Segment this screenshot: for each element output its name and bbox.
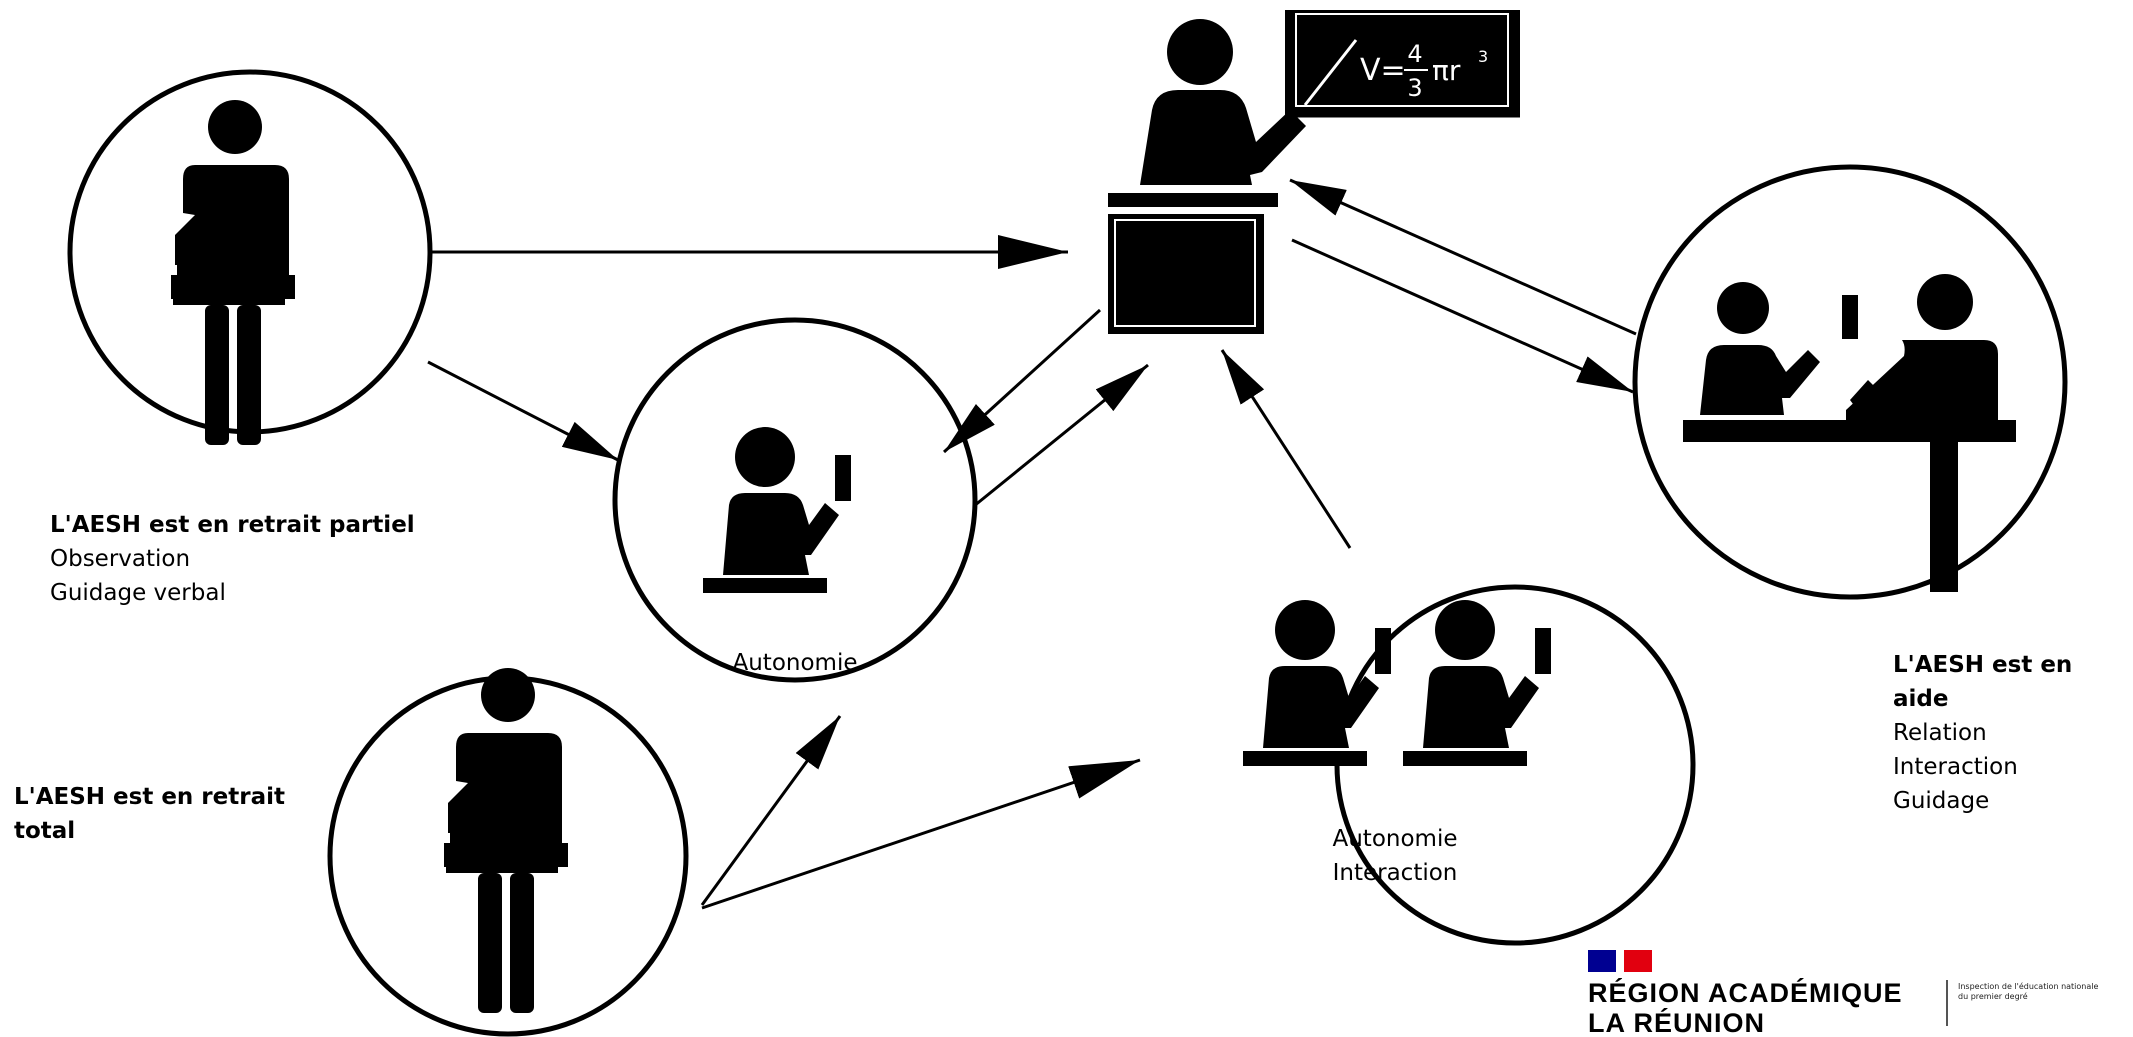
- logo-line2: LA RÉUNION: [1588, 1008, 1765, 1037]
- formula-lhs: V=: [1360, 53, 1406, 88]
- flag-red: [1624, 950, 1652, 972]
- label-partial-line2: Guidage verbal: [50, 580, 226, 606]
- logo-small1: Inspection de l'éducation nationale: [1958, 982, 2099, 991]
- arrow-total-to-autonomie: [700, 715, 842, 906]
- arrow-teacher-to-aide: [1291, 238, 1634, 394]
- label-aide-line2: Interaction: [1893, 754, 2018, 780]
- label-partial-line1: Observation: [50, 546, 191, 572]
- label-total-line2: total: [14, 818, 76, 844]
- flag-blue: [1588, 950, 1616, 972]
- arrow-aide-to-teacher: [1289, 178, 1637, 336]
- aesh-standing-total-icon: [444, 668, 568, 1013]
- label-aide-title: L'AESH est en aide: [1893, 652, 2073, 712]
- label-retrait-total: L'AESH est en retrait total: [14, 780, 285, 848]
- label-aide: L'AESH est en aide Relation Interaction …: [1893, 648, 2133, 818]
- logo-line1: RÉGION ACADÉMIQUE: [1588, 978, 1903, 1008]
- arrow-interaction-to-teacher: [1220, 349, 1352, 549]
- pupil-right-icon: [1403, 600, 1551, 766]
- aesh-helping-pupil-icon: [1683, 274, 2016, 592]
- arrow-partial-to-autonomie: [427, 360, 619, 462]
- label-partial-title: L'AESH est en retrait partiel: [50, 512, 415, 538]
- aesh-standing-partial-icon: [171, 100, 295, 445]
- formula-exp: 3: [1478, 47, 1488, 66]
- circle-aide: [1632, 164, 2068, 600]
- circle-pair-line1: Autonomie: [1332, 826, 1458, 852]
- logo-small2: du premier degré: [1958, 992, 2028, 1001]
- label-total-line1: L'AESH est en retrait: [14, 784, 285, 810]
- circle-label-autonomie: Autonomie: [695, 646, 895, 680]
- teacher-pictogram: [1108, 10, 1520, 334]
- label-retrait-partiel: L'AESH est en retrait partiel Observatio…: [50, 508, 415, 610]
- formula: V= 4 3 πr 3: [1360, 40, 1488, 102]
- logo-small-text: Inspection de l'éducation nationale du p…: [1958, 982, 2098, 1002]
- blackboard: [1285, 10, 1520, 116]
- arrow-total-to-interaction: [701, 758, 1141, 910]
- arrow-teacher-to-autonomie: [942, 308, 1102, 454]
- arrow-autonomie-to-teacher: [973, 363, 1149, 508]
- pupil-left-icon: [1243, 600, 1391, 766]
- label-aide-line3: Guidage: [1893, 788, 1990, 814]
- circle-pair-line2: Interaction: [1332, 860, 1458, 886]
- formula-den: 3: [1407, 74, 1422, 102]
- circle-label-interaction: Autonomie Interaction: [1295, 822, 1495, 890]
- logo-separator: [1946, 980, 1948, 1026]
- formula-num: 4: [1407, 40, 1422, 68]
- formula-rest: πr: [1432, 54, 1461, 87]
- pupil-autonomie-icon: [703, 427, 851, 593]
- french-flag-icon: [1588, 950, 1652, 972]
- label-aide-line1: Relation: [1893, 720, 1987, 746]
- circle-autonomie: [612, 317, 978, 683]
- circle-autonomie-text: Autonomie: [732, 650, 858, 676]
